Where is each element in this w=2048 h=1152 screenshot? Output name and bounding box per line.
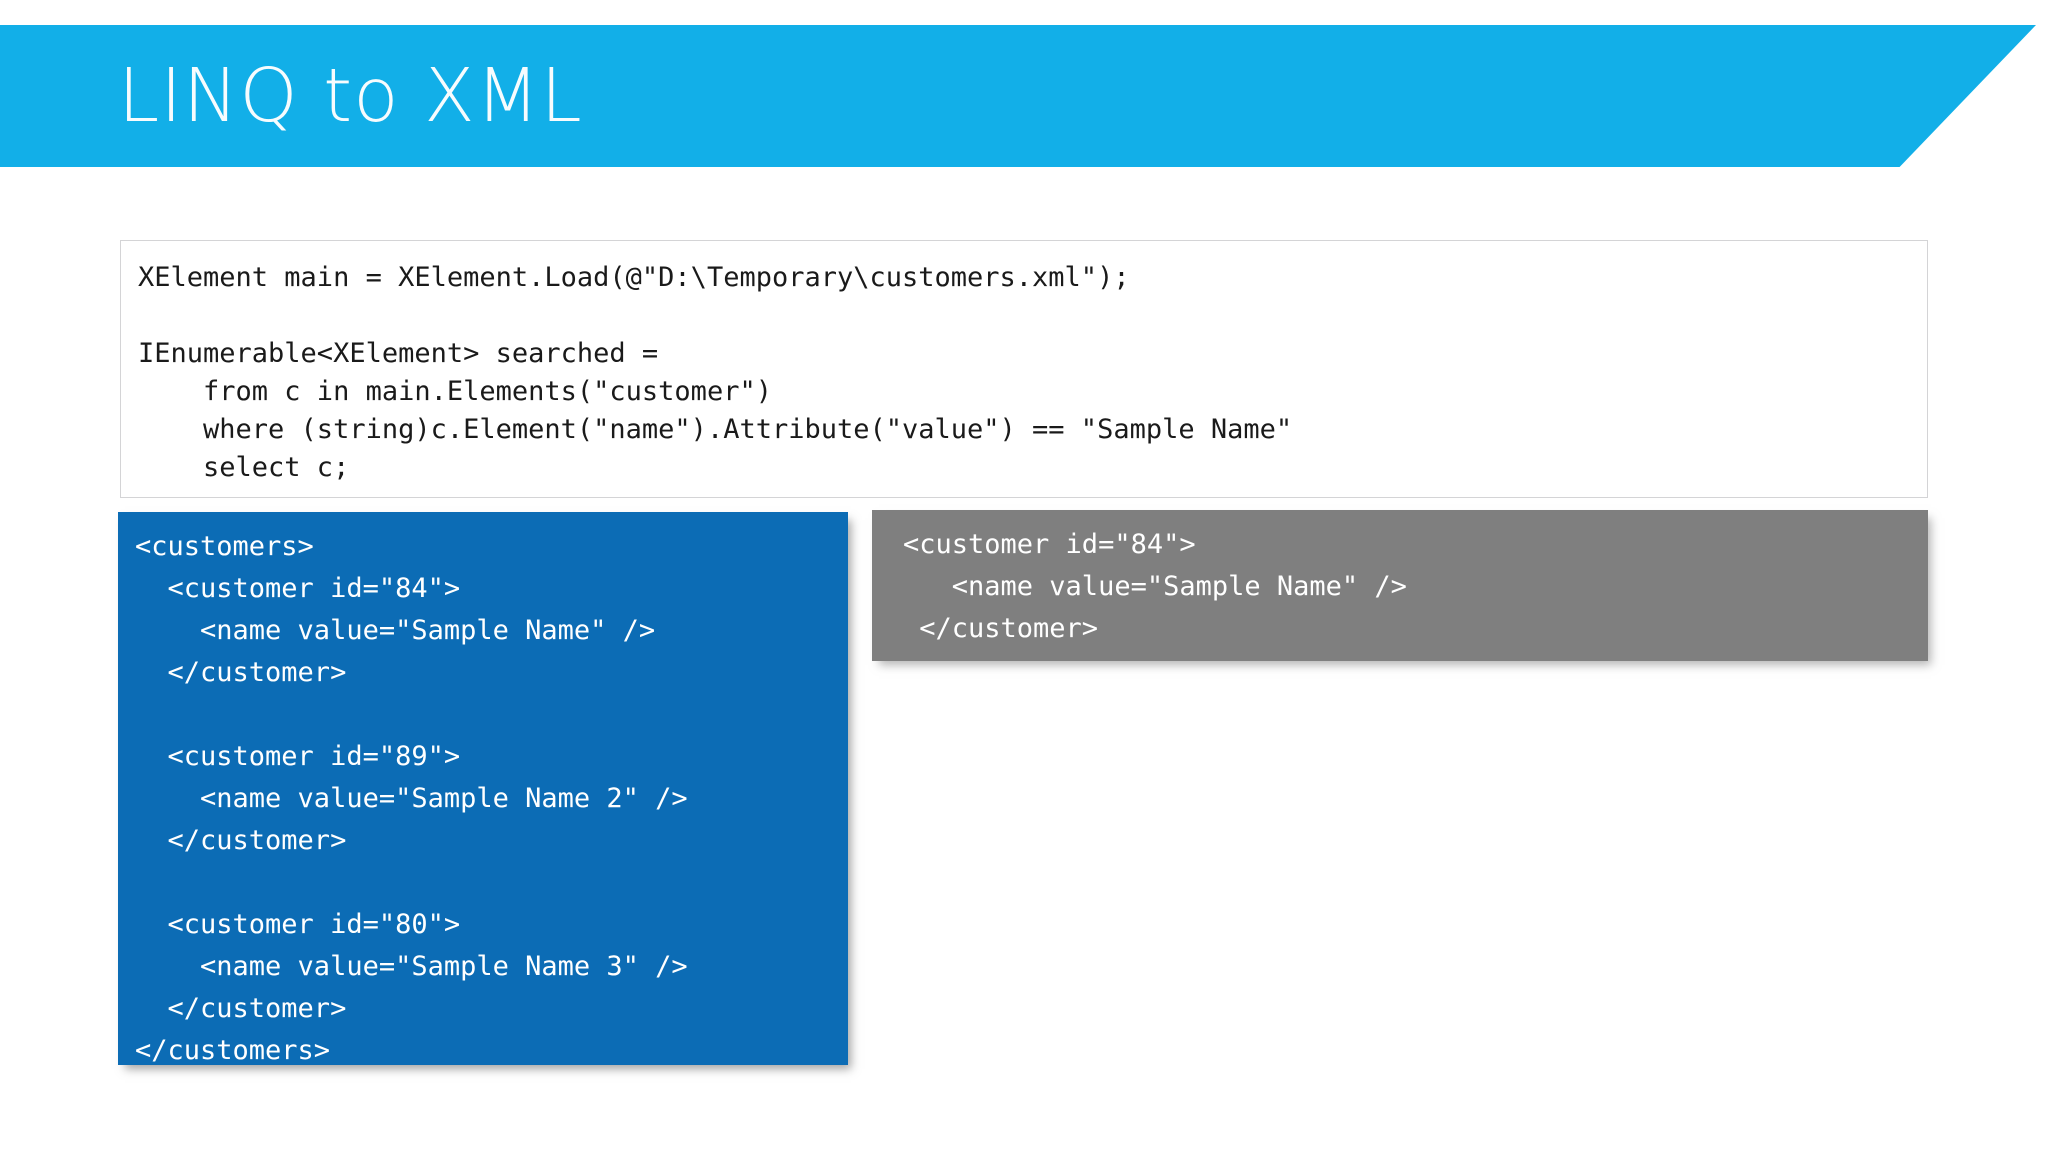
result-xml-text: <customer id="84"> <name value="Sample N…	[903, 529, 1407, 644]
source-xml-panel: <customers> <customer id="84"> <name val…	[118, 512, 848, 1066]
source-xml-text: <customers> <customer id="84"> <name val…	[135, 531, 688, 1066]
result-xml-panel: <customer id="84"> <name value="Sample N…	[872, 510, 1928, 661]
page-title: LINQ to XML	[118, 53, 583, 139]
code-block-text: XElement main = XElement.Load(@"D:\Tempo…	[138, 262, 1293, 483]
header-banner-shape	[0, 25, 2036, 167]
code-block: XElement main = XElement.Load(@"D:\Tempo…	[120, 240, 1928, 498]
header-banner: LINQ to XML	[0, 25, 2036, 174]
